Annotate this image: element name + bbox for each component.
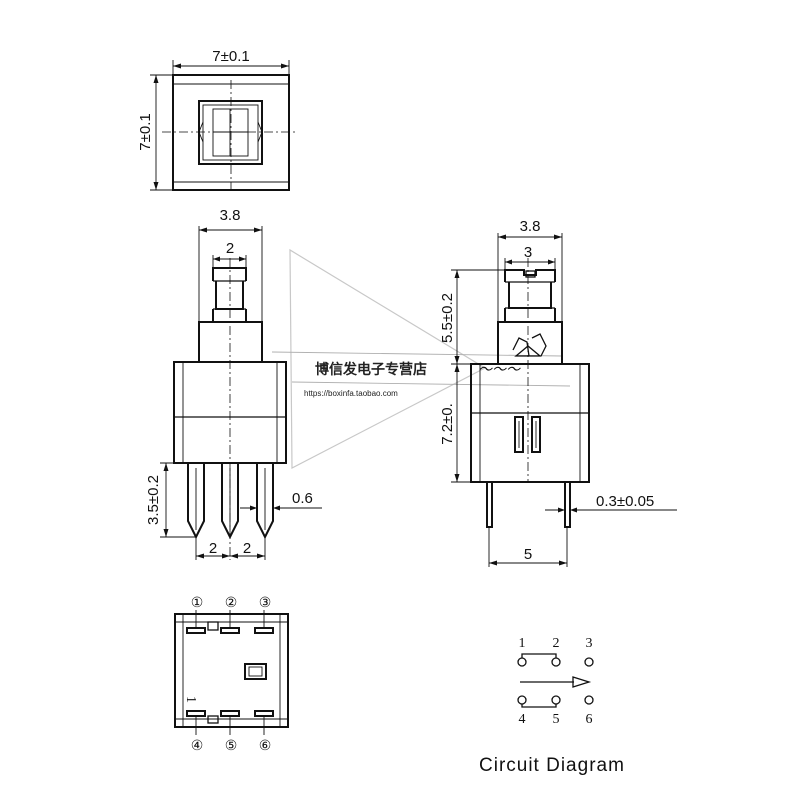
circuit-label-5: 5 <box>553 712 560 727</box>
top-view: 7±0.1 7±0.1 <box>137 48 298 191</box>
side-button-width-dim: 3 <box>524 244 532 261</box>
watermark-shop-name: 博信发电子专营店 <box>315 361 427 377</box>
circuit-label-2: 2 <box>553 636 560 651</box>
pin-label-5: ⑤ <box>225 739 238 754</box>
top-view-width-dim: 7±0.1 <box>212 48 249 65</box>
front-view: 3.8 2 3.5±0.2 <box>145 207 322 560</box>
watermark: 博信发电子专营店 https://boxinfa.taobao.com 〜〜〜 <box>271 248 571 469</box>
circuit-label-6: 6 <box>586 712 593 727</box>
pin-label-1: ① <box>191 596 204 611</box>
bottom-view: 1 ① ② ③ ④ ⑤ ⑥ <box>174 596 289 754</box>
front-body-width-dim: 3.8 <box>220 207 241 224</box>
front-button-width-dim: 2 <box>226 240 234 257</box>
circuit-diagram: 1 2 3 4 5 6 Circuit Diagram <box>479 636 625 776</box>
side-pin-thickness-dim: 0.3±0.05 <box>596 493 654 510</box>
side-body-width-dim: 3.8 <box>520 218 541 235</box>
side-travel-dim: 5.5±0.2 <box>439 293 456 343</box>
circuit-title: Circuit Diagram <box>479 755 625 776</box>
circuit-label-1: 1 <box>519 636 526 651</box>
side-view: 3.8 3 5 <box>439 218 677 567</box>
bottom-orientation-mark: 1 <box>183 696 198 703</box>
circuit-label-4: 4 <box>519 712 526 727</box>
circuit-label-3: 3 <box>586 636 593 651</box>
front-pin-pitch-right: 2 <box>243 540 251 557</box>
pin-label-3: ③ <box>259 596 272 611</box>
watermark-shop-url: https://boxinfa.taobao.com <box>304 389 398 398</box>
pin-label-4: ④ <box>191 739 204 754</box>
top-view-height-dim: 7±0.1 <box>137 113 154 150</box>
pin-label-2: ② <box>225 596 238 611</box>
front-pin-width-dim: 0.6 <box>292 490 313 507</box>
front-pin-length-dim: 3.5±0.2 <box>145 475 162 525</box>
side-body-height-dim: 7.2±0. <box>439 403 456 445</box>
pin-label-6: ⑥ <box>259 739 272 754</box>
front-pin-pitch-left: 2 <box>209 540 217 557</box>
side-pin-spacing-dim: 5 <box>524 546 532 563</box>
